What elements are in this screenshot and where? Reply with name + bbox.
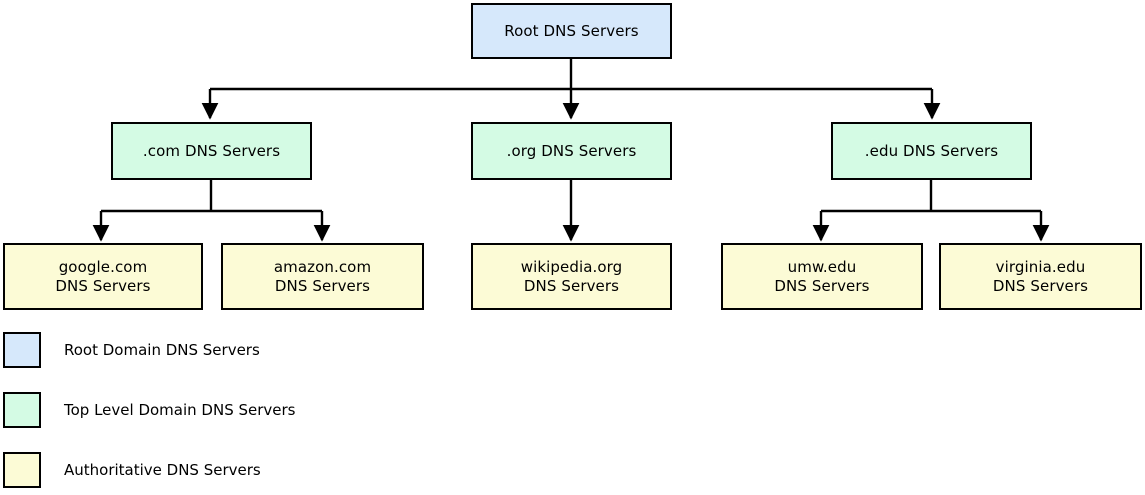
node-edu-dns-servers: .edu DNS Servers (831, 122, 1032, 180)
node-root-label: Root DNS Servers (504, 21, 639, 40)
node-virginia-dns-servers: virginia.edu DNS Servers (939, 243, 1142, 310)
node-amazon-dns-servers: amazon.com DNS Servers (221, 243, 424, 310)
node-virginia-label-line2: DNS Servers (992, 276, 1089, 295)
node-wikipedia-dns-servers: wikipedia.org DNS Servers (471, 243, 672, 310)
legend-label-authoritative: Authoritative DNS Servers (64, 461, 261, 479)
node-umw-label-line1: umw.edu (787, 257, 857, 276)
node-google-label-line1: google.com (58, 257, 148, 276)
node-google-label-line2: DNS Servers (55, 276, 151, 295)
legend-label-top-level-domain: Top Level Domain DNS Servers (64, 401, 296, 419)
legend-swatch-root-domain (3, 332, 41, 368)
node-wikipedia-label-line2: DNS Servers (523, 276, 620, 295)
node-virginia-label-line1: virginia.edu (995, 257, 1086, 276)
node-umw-dns-servers: umw.edu DNS Servers (721, 243, 923, 310)
node-umw-label-line2: DNS Servers (774, 276, 870, 295)
node-org-dns-servers: .org DNS Servers (471, 122, 672, 180)
node-wikipedia-label-line1: wikipedia.org (520, 257, 623, 276)
node-google-dns-servers: google.com DNS Servers (3, 243, 203, 310)
node-org-label: .org DNS Servers (506, 141, 637, 160)
legend-label-root-domain: Root Domain DNS Servers (64, 341, 260, 359)
legend-row-authoritative: Authoritative DNS Servers (3, 452, 261, 488)
node-com-label: .com DNS Servers (142, 141, 281, 160)
legend-swatch-top-level-domain (3, 392, 41, 428)
node-root-dns-servers: Root DNS Servers (471, 3, 672, 59)
legend-row-root-domain: Root Domain DNS Servers (3, 332, 260, 368)
node-amazon-label-line1: amazon.com (273, 257, 372, 276)
legend-swatch-authoritative (3, 452, 41, 488)
node-edu-label: .edu DNS Servers (864, 141, 999, 160)
node-amazon-label-line2: DNS Servers (274, 276, 371, 295)
node-com-dns-servers: .com DNS Servers (111, 122, 312, 180)
legend-row-top-level-domain: Top Level Domain DNS Servers (3, 392, 295, 428)
